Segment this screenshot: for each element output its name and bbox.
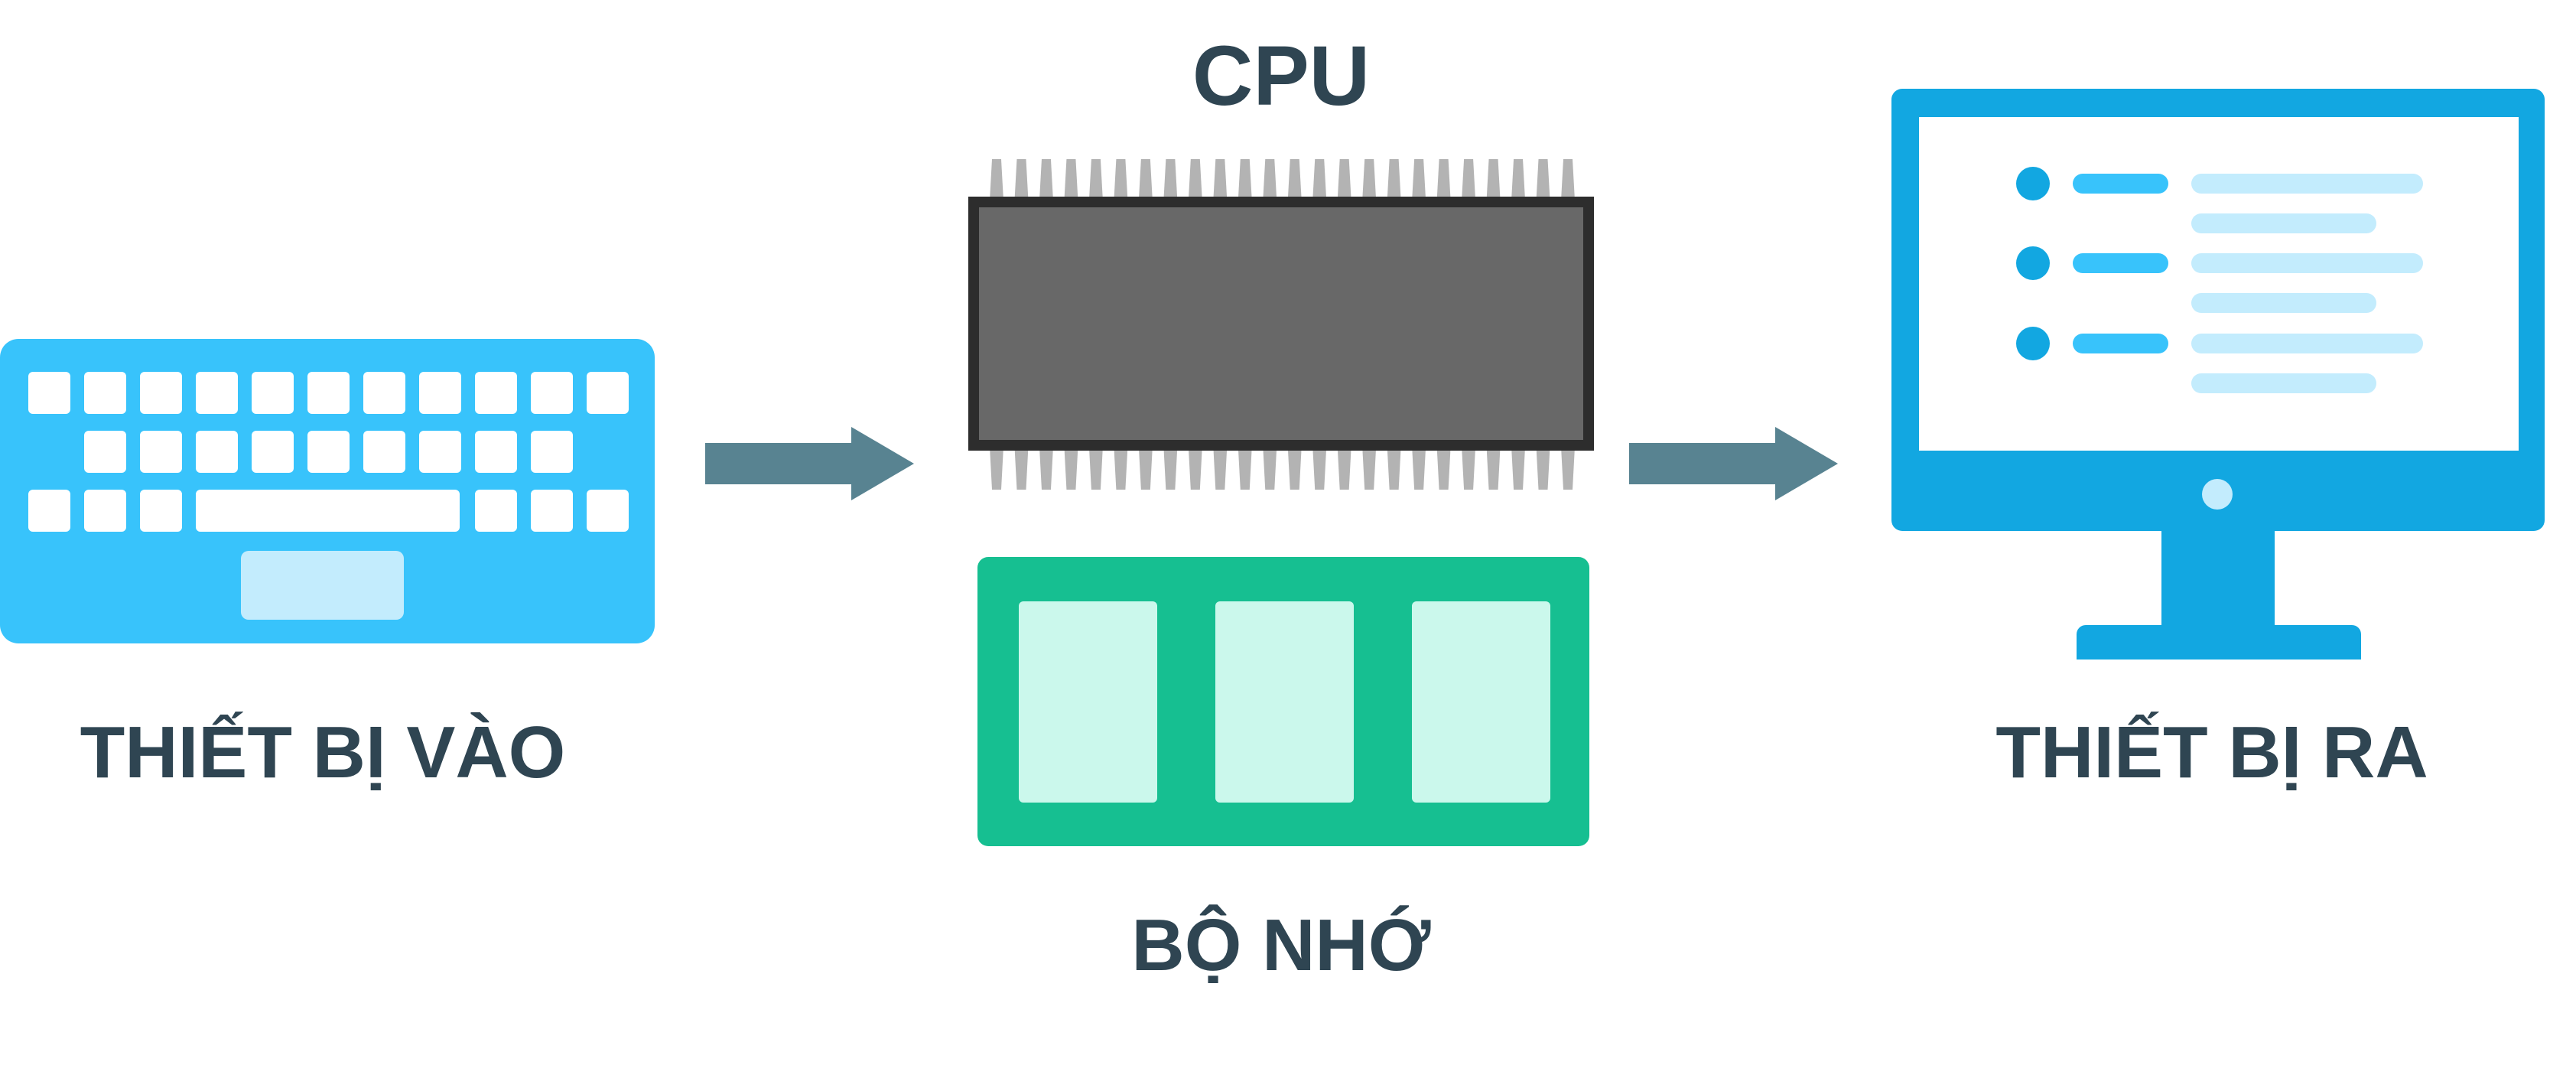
cpu-pin	[1039, 159, 1053, 200]
cpu-pin	[1014, 159, 1029, 200]
cpu-pin	[1213, 447, 1228, 490]
cpu-die	[979, 207, 1583, 440]
monitor-stand-neck	[2161, 520, 2275, 635]
cpu-pin	[1462, 159, 1476, 200]
cpu-pin	[1088, 447, 1103, 490]
cpu-pin	[1088, 159, 1103, 200]
monitor-power-button	[2202, 479, 2233, 510]
keyboard-key	[84, 372, 126, 414]
cpu-label: CPU	[1192, 29, 1370, 123]
cpu-pin	[1511, 447, 1526, 490]
output-device-label: THIẾT BỊ RA	[1995, 711, 2428, 793]
cpu-pin	[1114, 159, 1128, 200]
keyboard-key	[475, 490, 517, 532]
keyboard-key	[28, 490, 70, 532]
cpu-pin	[1536, 447, 1550, 490]
keyboard-spacebar	[196, 490, 460, 532]
keyboard-key	[419, 431, 461, 473]
cpu-pin	[1436, 159, 1451, 200]
cpu-pin	[1412, 447, 1426, 490]
keyboard-icon	[0, 339, 655, 643]
arrow-right-icon	[1629, 427, 1838, 500]
cpu-pin	[1536, 159, 1550, 200]
cpu-pin	[1511, 159, 1526, 200]
input-device-label: THIẾT BỊ VÀO	[80, 711, 566, 793]
keyboard-key	[363, 372, 405, 414]
keyboard-key	[140, 490, 182, 532]
keyboard-key	[531, 431, 573, 473]
cpu-pin	[1362, 159, 1377, 200]
cpu-pins-bottom	[990, 447, 1575, 490]
keyboard-key	[84, 490, 126, 532]
cpu-pin	[1064, 159, 1078, 200]
cpu-pin	[1387, 447, 1401, 490]
cpu-pin	[1263, 447, 1277, 490]
keyboard-key	[363, 431, 405, 473]
memory-label: BỘ NHỚ	[1131, 904, 1430, 986]
keyboard-key	[252, 431, 294, 473]
cpu-pin	[1561, 447, 1575, 490]
cpu-pin	[1412, 159, 1426, 200]
cpu-pin	[1188, 447, 1202, 490]
cpu-pin	[1114, 447, 1128, 490]
keyboard-key	[587, 490, 629, 532]
keyboard-key	[140, 372, 182, 414]
cpu-chip-icon	[968, 159, 1594, 490]
cpu-pin	[1312, 447, 1327, 490]
cpu-pin	[1362, 447, 1377, 490]
cpu-pin	[1263, 159, 1277, 200]
cpu-pin	[1163, 447, 1178, 490]
cpu-pin	[1138, 447, 1153, 490]
cpu-pin	[1337, 447, 1351, 490]
cpu-pin	[1486, 447, 1501, 490]
cpu-pin	[1462, 447, 1476, 490]
cpu-pin	[1387, 159, 1401, 200]
cpu-pin	[1337, 159, 1351, 200]
keyboard-key	[252, 372, 294, 414]
cpu-pin	[1561, 159, 1575, 200]
keyboard-key	[307, 431, 350, 473]
cpu-pin	[1287, 447, 1302, 490]
cpu-pin	[1238, 447, 1252, 490]
keyboard-key	[196, 372, 238, 414]
cpu-pin	[1138, 159, 1153, 200]
keyboard-key	[475, 431, 517, 473]
keyboard-key	[140, 431, 182, 473]
screen-content	[2016, 167, 2423, 393]
keyboard-key	[531, 490, 573, 532]
keyboard-key	[196, 431, 238, 473]
keyboard-key	[419, 372, 461, 414]
cpu-pin	[1039, 447, 1053, 490]
cpu-pin	[1287, 159, 1302, 200]
keyboard-key	[531, 372, 573, 414]
keyboard-key	[587, 372, 629, 414]
cpu-pin	[1064, 447, 1078, 490]
arrow-right-icon	[705, 427, 914, 500]
cpu-pin	[1014, 447, 1029, 490]
cpu-pin	[1188, 159, 1202, 200]
keyboard-key	[84, 431, 126, 473]
memory-chip	[1019, 601, 1157, 803]
cpu-pin	[990, 159, 1003, 200]
keyboard-key	[28, 372, 70, 414]
cpu-pin	[990, 447, 1003, 490]
cpu-pin	[1436, 447, 1451, 490]
keyboard-key	[307, 372, 350, 414]
cpu-pin	[1213, 159, 1228, 200]
monitor-icon	[1891, 89, 2545, 660]
monitor-screen	[1919, 117, 2519, 451]
cpu-pins-top	[990, 159, 1575, 200]
memory-chip	[1215, 601, 1354, 803]
memory-chip	[1412, 601, 1550, 803]
memory-module-icon	[977, 557, 1589, 846]
cpu-pin	[1486, 159, 1501, 200]
cpu-pin	[1163, 159, 1178, 200]
keyboard-trackpad	[241, 551, 404, 620]
cpu-pin	[1312, 159, 1327, 200]
keyboard-keys	[28, 372, 629, 532]
keyboard-key	[475, 372, 517, 414]
cpu-pin	[1238, 159, 1252, 200]
